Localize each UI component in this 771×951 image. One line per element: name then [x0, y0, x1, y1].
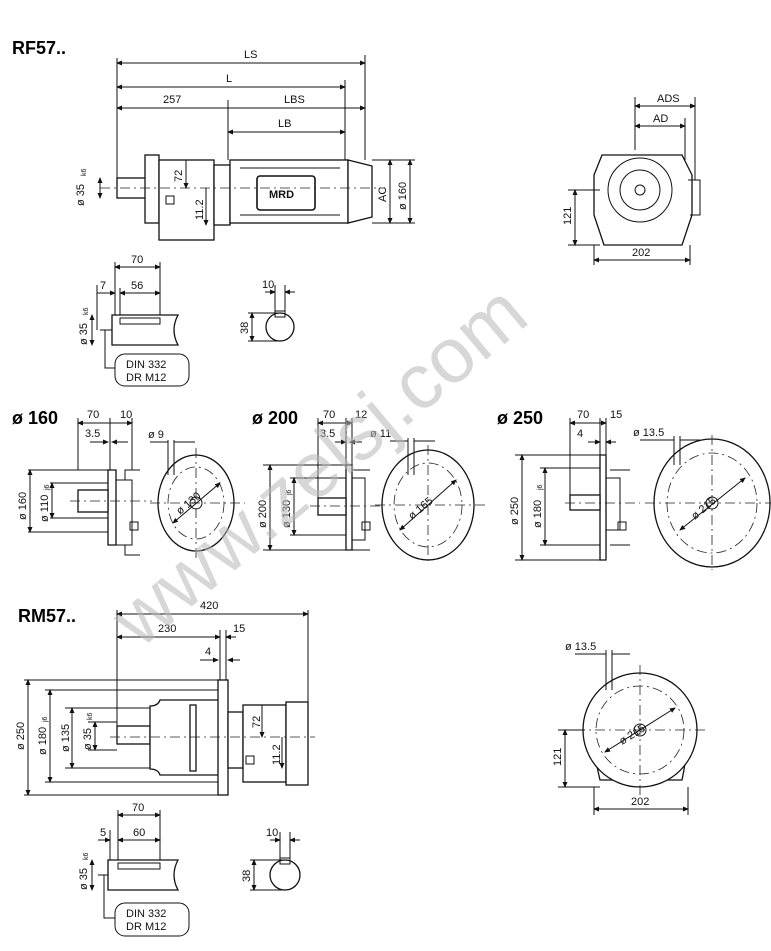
dim-60: 60: [133, 827, 145, 839]
dim-ac: AC: [377, 187, 389, 202]
dim-160: ø 160: [397, 182, 409, 210]
dim-hole-13-5: ø 13.5: [633, 427, 664, 439]
dim-lbs: LBS: [284, 94, 305, 106]
rm57-title: RM57..: [18, 606, 76, 626]
rm57-side-view: ø 215 ø 13.5 121 202: [552, 641, 705, 815]
rm57-shaft-detail: 70 5 60 ø 35 k6 DIN 332 DR M12 10 38: [78, 802, 301, 937]
dim-ad: AD: [653, 113, 668, 125]
dim-spigot-tolerance: j6: [42, 716, 49, 723]
dim-10: 10: [120, 409, 132, 421]
dim-135: ø 135: [60, 724, 72, 752]
rf57-title: RF57..: [12, 38, 66, 58]
dim-shaft-tolerance: k6: [87, 713, 94, 721]
dim-3-5: 3.5: [85, 428, 100, 440]
dr-m12-label: DR M12: [126, 372, 166, 384]
dim-121: 121: [562, 207, 574, 225]
dim-5: 5: [100, 827, 106, 839]
dim-230: 230: [158, 623, 176, 635]
rf57-main-view: RF57.. LS L 257 LBS LB MRD ø 35 k6 72 11…: [12, 38, 415, 241]
dim-70: 70: [87, 409, 99, 421]
dim-70: 70: [132, 802, 144, 814]
dim-l: L: [226, 73, 232, 85]
dim-shaft-tolerance: k6: [81, 169, 88, 177]
dim-121: 121: [552, 748, 564, 766]
rf57-shaft-detail: 70 7 56 ø 35 k6 DIN 332 DR M12 10 38: [78, 254, 295, 387]
dim-outer-200: ø 200: [257, 500, 269, 528]
dim-spigot-180: ø 180: [37, 727, 49, 755]
din-332-label: DIN 332: [126, 908, 166, 920]
dim-56: 56: [131, 280, 143, 292]
dim-outer-250: ø 250: [509, 497, 521, 525]
dim-72: 72: [173, 170, 185, 182]
dim-spigot-tolerance: j6: [286, 489, 293, 496]
dim-11-2: 11.2: [194, 199, 206, 220]
dim-shaft-diameter: ø 35: [78, 868, 90, 890]
dim-shaft-diameter: ø 35: [78, 323, 90, 345]
dim-72: 72: [251, 716, 263, 728]
dr-m12-label: DR M12: [126, 921, 166, 933]
dim-key-10: 10: [266, 827, 278, 839]
dim-hole-13-5: ø 13.5: [565, 641, 596, 653]
dim-spigot-tolerance: j6: [537, 484, 544, 491]
motor-label-mrd: MRD: [269, 189, 294, 201]
dim-3-5: 3.5: [320, 428, 335, 440]
dim-7: 7: [100, 280, 106, 292]
flange-160-title: ø 160: [12, 408, 58, 428]
rf57-side-view: ADS AD 121 202: [562, 93, 701, 265]
dim-hole-11: ø 11: [370, 428, 391, 440]
dim-spigot-130: ø 130: [281, 500, 293, 528]
dim-spigot-180: ø 180: [532, 500, 544, 528]
dim-70: 70: [323, 409, 335, 421]
dim-hole-9: ø 9: [148, 429, 164, 441]
flange-200-title: ø 200: [252, 408, 298, 428]
dim-key-10: 10: [262, 279, 274, 291]
dim-spigot-110: ø 110: [39, 495, 51, 522]
dim-ls: LS: [244, 49, 257, 61]
dim-shaft-diameter: ø 35: [75, 184, 87, 206]
dim-outer-250: ø 250: [15, 722, 27, 750]
flange-250: ø 250 70 15 4 ø 250 ø 180 j6 ø 215 ø 13.…: [497, 408, 771, 570]
dim-key-38: 38: [239, 322, 251, 334]
dim-4: 4: [577, 428, 583, 440]
dim-key-38: 38: [241, 870, 253, 882]
dim-202: 202: [631, 796, 649, 808]
dim-4: 4: [205, 646, 211, 658]
dim-70: 70: [131, 254, 143, 266]
dim-shaft-tolerance: k6: [83, 308, 90, 316]
dim-70: 70: [577, 409, 589, 421]
dim-spigot-tolerance: j6: [44, 484, 51, 491]
dim-shaft-tolerance: k6: [83, 853, 90, 861]
din-332-label: DIN 332: [126, 359, 166, 371]
dim-shaft-diameter: ø 35: [82, 728, 94, 750]
rm57-main-view: RM57.. 420 230 15 4 ø 250 ø 180 j6 ø 135…: [15, 600, 315, 796]
dim-202: 202: [632, 247, 650, 259]
dim-lb: LB: [278, 118, 291, 130]
dim-420: 420: [200, 600, 218, 612]
dim-outer-160: ø 160: [17, 492, 29, 520]
dim-12: 12: [355, 409, 367, 421]
dim-257: 257: [163, 94, 181, 106]
flange-250-title: ø 250: [497, 408, 543, 428]
dim-15: 15: [610, 409, 622, 421]
flange-200: ø 200 70 12 3.5 ø 200 ø 130 j6 ø 165 ø 1…: [252, 408, 485, 565]
dim-11-2: 11.2: [271, 744, 283, 765]
dim-ads: ADS: [657, 93, 680, 105]
dim-15: 15: [233, 623, 245, 635]
flange-160: ø 160 70 10 3.5 ø 160 ø 110 j6 ø 130 ø 9: [12, 408, 245, 558]
